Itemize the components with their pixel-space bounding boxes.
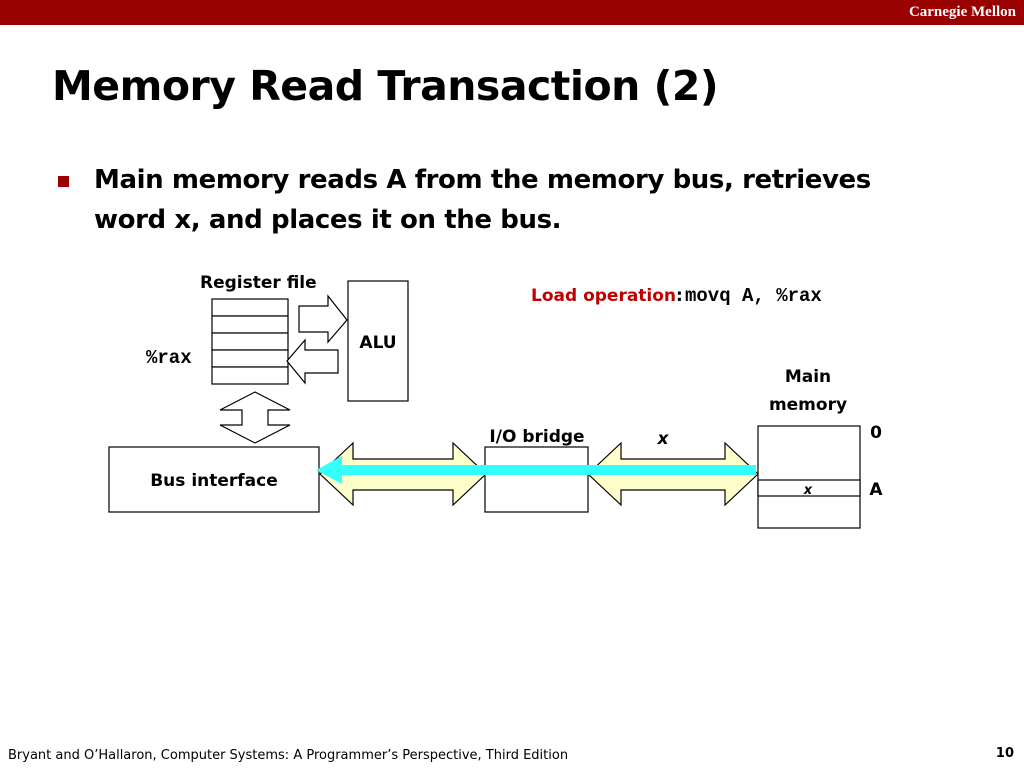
load-instruction: movq A, %rax [685, 285, 822, 307]
footer-citation: Bryant and O’Hallaron, Computer Systems:… [8, 748, 569, 763]
load-operation-line: Load operation: [531, 286, 683, 306]
bus-interface-box [108, 446, 320, 513]
register-file-label: Register file [200, 273, 317, 293]
header-bar: Carnegie Mellon [0, 0, 1024, 25]
data-flow-arrow [316, 456, 756, 484]
memory-cell-a [757, 479, 861, 497]
bus-word-label: x [657, 429, 670, 449]
rax-register-label: %rax [146, 347, 192, 369]
register-bus-double-arrow [219, 391, 291, 444]
address-zero-label: 0 [870, 423, 882, 443]
register-to-alu-arrow [298, 294, 348, 344]
main-memory-label-line2: memory [769, 395, 847, 415]
load-operation-colon: : [676, 286, 683, 306]
address-a-label: A [869, 480, 883, 500]
main-memory-label-line1: Main [785, 367, 831, 387]
main-memory-box [757, 425, 861, 529]
org-name: Carnegie Mellon [908, 4, 1016, 20]
register-file [211, 298, 289, 385]
slide-title: Memory Read Transaction (2) [52, 62, 719, 110]
bullet-square-icon [58, 176, 69, 187]
page-number: 10 [995, 746, 1014, 761]
io-bridge-box [484, 446, 589, 513]
alu-label: ALU [359, 333, 396, 353]
bullet-text: Main memory reads A from the memory bus,… [94, 165, 871, 235]
alu-box [347, 280, 409, 402]
load-operation-label: Load operation [531, 286, 676, 306]
io-bridge-label: I/O bridge [489, 427, 584, 447]
bus-interface-label: Bus interface [150, 471, 278, 491]
memory-cell-word: x [803, 483, 813, 498]
alu-to-register-arrow [286, 338, 339, 385]
